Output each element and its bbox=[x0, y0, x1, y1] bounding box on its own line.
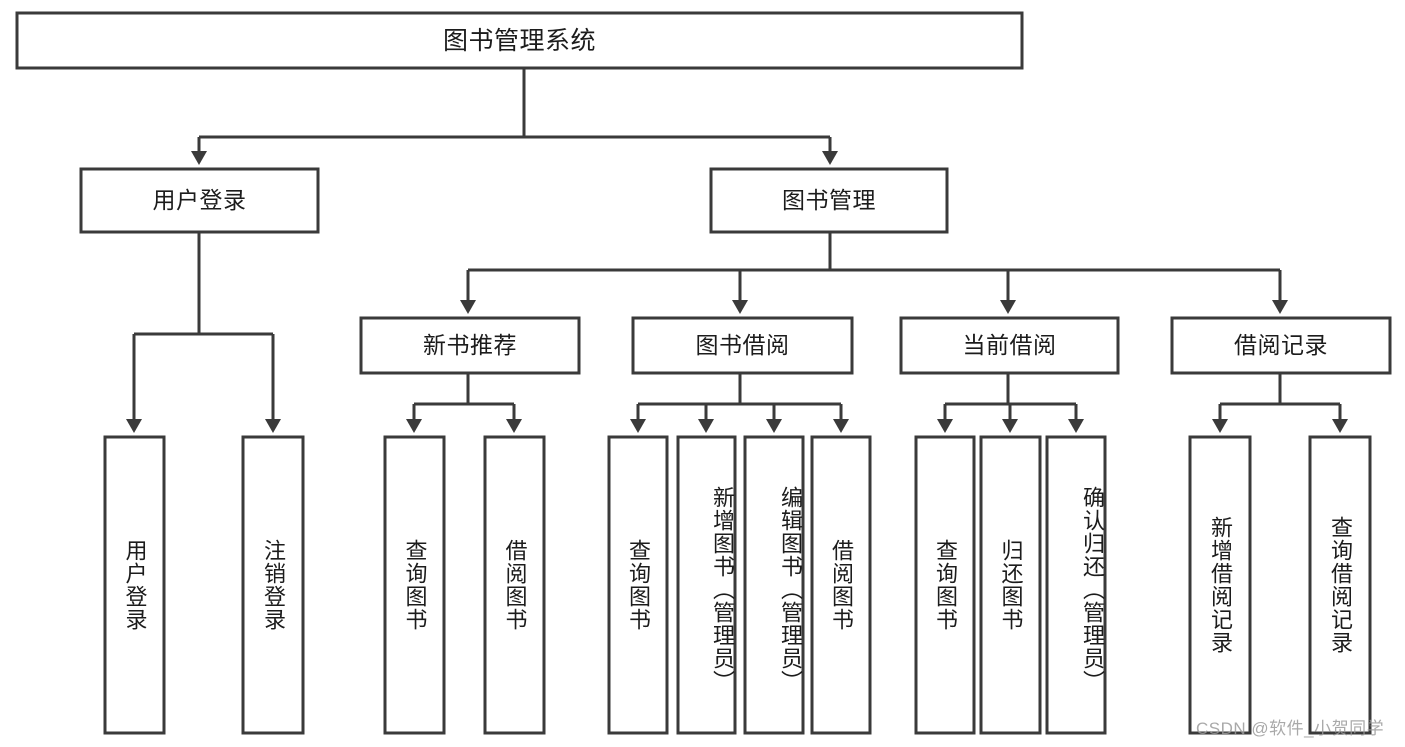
node-box-leaf-query-record[interactable] bbox=[1308, 435, 1372, 735]
node-box-leaf-add-book[interactable] bbox=[676, 435, 737, 735]
node-box-leaf-borrow-book-1[interactable] bbox=[483, 435, 546, 735]
node-box-root[interactable] bbox=[15, 11, 1024, 70]
node-box-book-manage[interactable] bbox=[709, 167, 949, 234]
node-box-leaf-query-book-3[interactable] bbox=[914, 435, 976, 735]
csdn-watermark: CSDN @软件_小贺同学 bbox=[1196, 719, 1385, 738]
node-box-leaf-add-record[interactable] bbox=[1188, 435, 1252, 735]
node-box-leaf-borrow-book-2[interactable] bbox=[810, 435, 872, 735]
node-box-book-borrow[interactable] bbox=[631, 316, 854, 375]
node-box-new-book-recommend[interactable] bbox=[359, 316, 581, 375]
node-box-leaf-edit-book[interactable] bbox=[743, 435, 805, 735]
node-box-leaf-user-login[interactable] bbox=[103, 435, 166, 735]
node-box-leaf-return-book[interactable] bbox=[979, 435, 1042, 735]
node-box-borrow-record[interactable] bbox=[1170, 316, 1392, 375]
node-box-user-login[interactable] bbox=[79, 167, 320, 234]
node-box-leaf-confirm-return[interactable] bbox=[1045, 435, 1107, 735]
node-box-leaf-query-book-1[interactable] bbox=[383, 435, 446, 735]
node-box-current-borrow[interactable] bbox=[899, 316, 1120, 375]
node-box-leaf-user-logout[interactable] bbox=[241, 435, 305, 735]
node-box-leaf-query-book-2[interactable] bbox=[607, 435, 669, 735]
